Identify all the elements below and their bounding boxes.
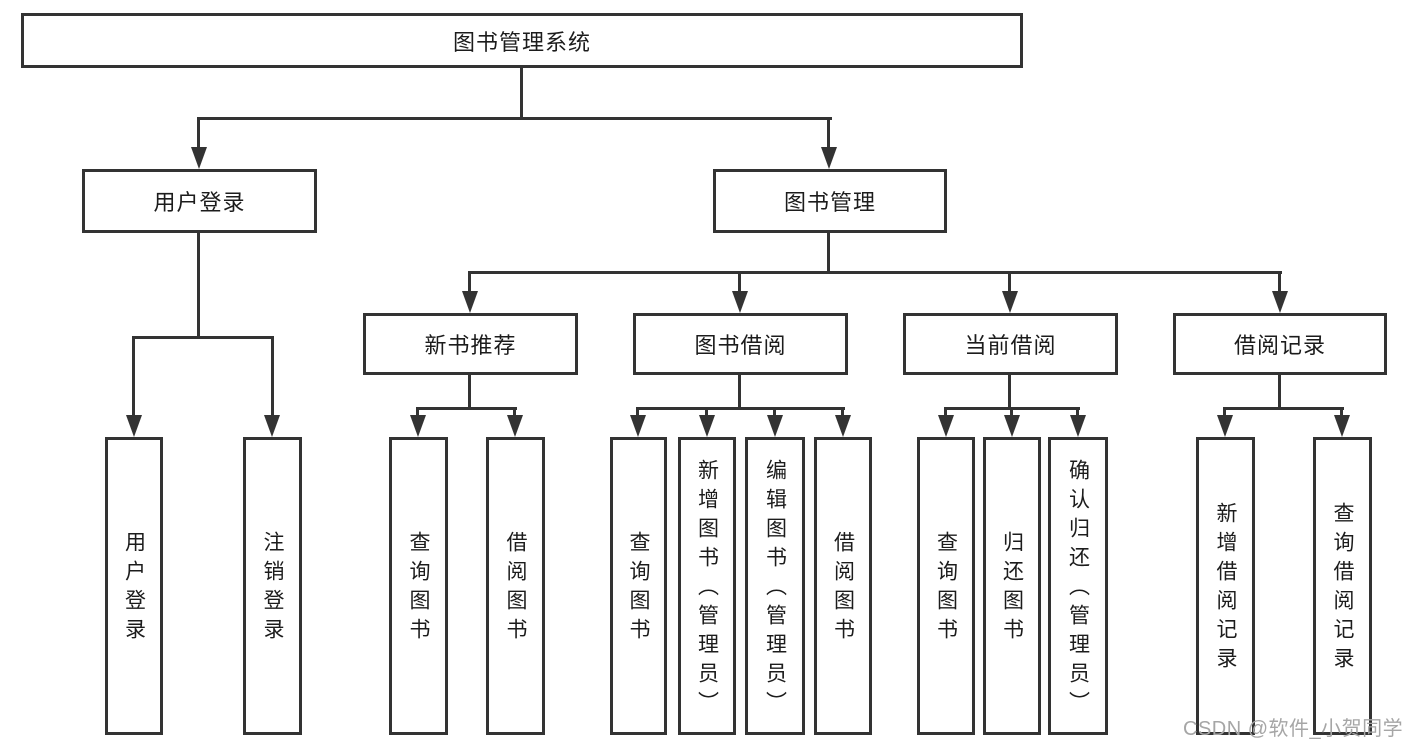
connector-line <box>1010 409 1013 417</box>
node-label: 查询图书 <box>934 531 958 647</box>
connector-line <box>520 66 523 119</box>
node-label: 借阅记录 <box>1233 333 1326 358</box>
connector-line <box>636 409 639 417</box>
arrow-down-icon <box>732 291 748 313</box>
leaf-user-login: 用户登录 <box>105 437 163 735</box>
arrow-down-icon <box>462 291 478 313</box>
arrow-down-icon <box>410 415 426 437</box>
node-label: 归还图书 <box>1000 531 1024 647</box>
arrow-down-icon <box>1002 291 1018 313</box>
node-label: 查询借阅记录 <box>1331 502 1354 676</box>
node-book-borrowing: 图书借阅 <box>633 313 848 375</box>
node-new-book-recommend: 新书推荐 <box>363 313 578 375</box>
node-library-management-system: 图书管理系统 <box>21 13 1023 68</box>
arrow-down-icon <box>507 415 523 437</box>
leaf-logout: 注销登录 <box>243 437 302 735</box>
arrow-down-icon <box>1334 415 1350 437</box>
connector-line <box>416 407 517 410</box>
connector-line <box>1278 273 1281 293</box>
node-current-borrowing: 当前借阅 <box>903 313 1118 375</box>
connector-line <box>1008 273 1011 293</box>
connector-line <box>416 409 419 417</box>
connector-line <box>197 119 200 151</box>
leaf-borrowing-edit-books-admin: 编辑图书（管理员） <box>745 437 805 735</box>
node-label: 新书推荐 <box>424 333 517 358</box>
node-label: 用户登录 <box>122 531 146 647</box>
connector-line <box>827 231 830 273</box>
connector-line <box>1278 373 1281 409</box>
node-label: 图书借阅 <box>694 333 787 358</box>
arrow-down-icon <box>630 415 646 437</box>
leaf-records-add-record: 新增借阅记录 <box>1196 437 1255 735</box>
node-label: 确认归还（管理员） <box>1066 458 1090 720</box>
node-label: 新增借阅记录 <box>1214 502 1237 676</box>
connector-line <box>197 231 200 339</box>
arrow-down-icon <box>1070 415 1086 437</box>
arrow-down-icon <box>767 415 783 437</box>
arrow-down-icon <box>938 415 954 437</box>
node-label: 图书管理系统 <box>452 29 591 55</box>
leaf-records-query-record: 查询借阅记录 <box>1313 437 1372 735</box>
leaf-borrowing-add-books-admin: 新增图书（管理员） <box>678 437 736 735</box>
node-borrowing-records: 借阅记录 <box>1173 313 1387 375</box>
node-label: 编辑图书（管理员） <box>763 458 787 720</box>
leaf-recommend-query-books: 查询图书 <box>389 437 448 735</box>
node-label: 注销登录 <box>261 531 284 647</box>
arrow-down-icon <box>1217 415 1233 437</box>
connector-line <box>705 409 708 417</box>
leaf-current-return-books: 归还图书 <box>983 437 1041 735</box>
connector-line <box>841 409 844 417</box>
node-user-login: 用户登录 <box>82 169 317 233</box>
connector-line <box>271 338 274 418</box>
leaf-current-query-books: 查询图书 <box>917 437 975 735</box>
connector-line <box>468 373 471 409</box>
node-label: 借阅图书 <box>504 531 527 647</box>
leaf-current-confirm-return-admin: 确认归还（管理员） <box>1048 437 1108 735</box>
arrow-down-icon <box>699 415 715 437</box>
watermark: CSDN @软件_小贺同学 <box>1183 718 1404 740</box>
node-label: 新增图书（管理员） <box>695 458 719 720</box>
connector-line <box>738 373 741 409</box>
connector-line <box>1008 373 1011 409</box>
connector-line <box>468 271 1282 274</box>
connector-line <box>738 273 741 293</box>
arrow-down-icon <box>821 147 837 169</box>
node-label: 用户登录 <box>153 190 246 215</box>
node-label: 查询图书 <box>407 531 430 647</box>
node-label: 图书管理 <box>783 190 876 215</box>
leaf-borrowing-query-books: 查询图书 <box>610 437 667 735</box>
connector-line <box>197 117 832 120</box>
connector-line <box>513 409 516 417</box>
node-label: 借阅图书 <box>831 531 855 647</box>
connector-line <box>1076 409 1079 417</box>
connector-line <box>1223 409 1226 417</box>
connector-line <box>636 407 845 410</box>
node-book-management: 图书管理 <box>713 169 947 233</box>
arrow-down-icon <box>1272 291 1288 313</box>
connector-line <box>773 409 776 417</box>
connector-line <box>1340 409 1343 417</box>
node-label: 查询图书 <box>627 531 650 647</box>
arrow-down-icon <box>835 415 851 437</box>
connector-line <box>1223 407 1344 410</box>
leaf-recommend-borrow-books: 借阅图书 <box>486 437 545 735</box>
connector-line <box>132 336 274 339</box>
connector-line <box>468 273 471 293</box>
arrow-down-icon <box>1004 415 1020 437</box>
arrow-down-icon <box>191 147 207 169</box>
arrow-down-icon <box>126 415 142 437</box>
connector-line <box>827 119 830 151</box>
leaf-borrowing-borrow-books: 借阅图书 <box>814 437 872 735</box>
connector-line <box>132 338 135 418</box>
connector-line <box>944 407 1080 410</box>
connector-line <box>944 409 947 417</box>
arrow-down-icon <box>264 415 280 437</box>
node-label: 当前借阅 <box>964 333 1057 358</box>
